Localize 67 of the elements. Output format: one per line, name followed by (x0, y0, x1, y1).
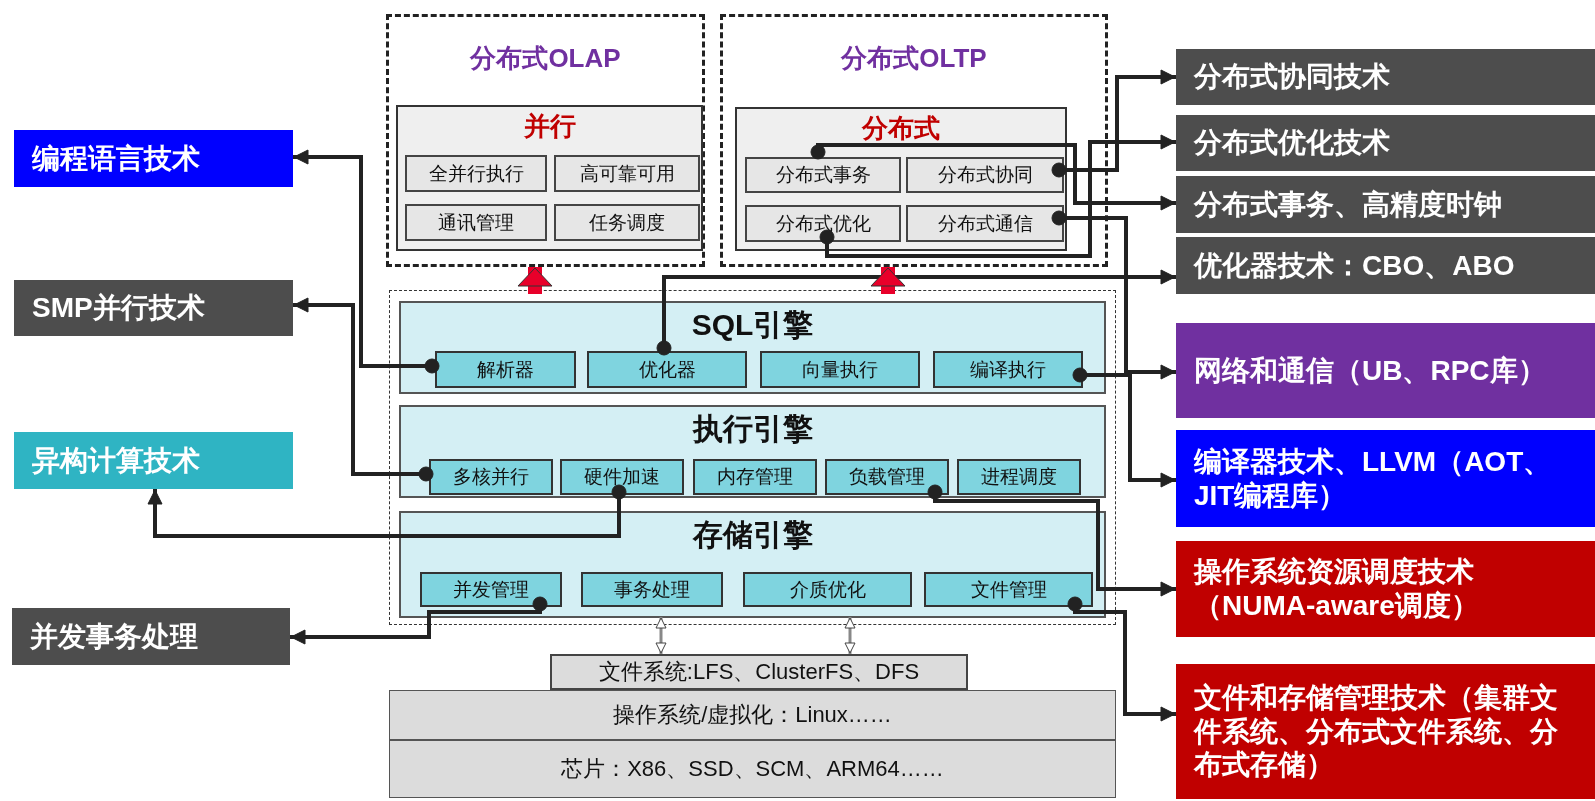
function-box: 分布式优化 (745, 205, 901, 242)
function-box: 分布式通信 (906, 205, 1064, 242)
module-box: 硬件加速 (560, 459, 684, 495)
connector-arrow (147, 484, 627, 538)
function-box: 高可靠可用 (554, 155, 700, 192)
connector-arrow (293, 149, 440, 374)
band-title: 存储引擎 (691, 517, 814, 553)
connector-arrow (656, 269, 1176, 356)
function-box: 任务调度 (554, 204, 700, 241)
panel-title: 分布式OLAP (468, 42, 622, 75)
technology-box: 文件和存储管理技术（集群文件系统、分布式文件系统、分布式存储） (1176, 664, 1595, 799)
technology-box: 异构计算技术 (14, 432, 293, 489)
module-box: 内存管理 (693, 459, 817, 495)
band-title: 执行引擎 (691, 411, 814, 447)
function-box: 通讯管理 (405, 204, 547, 241)
technology-box: 分布式协同技术 (1176, 49, 1595, 105)
engine-band (399, 301, 1106, 394)
connector-arrow (1067, 596, 1176, 722)
connector-arrow (819, 134, 1176, 258)
group-box (735, 107, 1067, 251)
connector-arrow (1051, 69, 1176, 178)
platform-layer: 操作系统/虚拟化：Linux…… (389, 690, 1116, 740)
module-box: 进程调度 (957, 459, 1081, 495)
module-box: 向量执行 (760, 351, 920, 388)
connector-arrow (290, 596, 548, 645)
connector-arrow (927, 484, 1176, 597)
technology-box: 操作系统资源调度技术（NUMA-aware调度） (1176, 541, 1595, 637)
dashed-panel (720, 14, 1108, 267)
connector-arrow (810, 143, 1176, 211)
block-arrow (517, 267, 553, 294)
technology-box: 优化器技术：CBO、ABO (1176, 237, 1595, 294)
module-box: 多核并行 (429, 459, 553, 495)
group-title: 并行 (522, 110, 577, 143)
panel-title: 分布式OLTP (839, 42, 988, 75)
function-box: 全并行执行 (405, 155, 547, 192)
technology-box: 编译器技术、LLVM（AOT、JIT编程库） (1176, 430, 1595, 527)
double-arrow (844, 617, 856, 654)
technology-box: 并发事务处理 (12, 608, 290, 665)
block-arrow (870, 267, 906, 294)
group-box (396, 105, 703, 251)
connector-arrow (1072, 367, 1176, 488)
connector-arrow (1051, 210, 1176, 380)
technology-box: 编程语言技术 (14, 130, 293, 187)
technology-box: 分布式事务、高精度时钟 (1176, 176, 1595, 233)
module-box: 负载管理 (825, 459, 949, 495)
module-box: 优化器 (587, 351, 747, 388)
layer-box: 文件系统:LFS、ClusterFS、DFS (550, 654, 968, 690)
platform-layer: 芯片：X86、SSD、SCM、ARM64…… (389, 740, 1116, 798)
module-box: 介质优化 (743, 572, 912, 607)
technology-box: 分布式优化技术 (1176, 115, 1595, 171)
function-box: 分布式协同 (906, 157, 1064, 193)
dashed-panel (386, 14, 705, 267)
module-box: 并发管理 (420, 572, 562, 607)
engine-band (399, 511, 1106, 618)
module-box: 编译执行 (933, 351, 1083, 388)
engine-frame (389, 290, 1116, 625)
band-title: SQL引擎 (690, 307, 815, 343)
engine-band (399, 405, 1106, 498)
double-arrow (655, 617, 667, 654)
module-box: 事务处理 (581, 572, 723, 607)
module-box: 文件管理 (924, 572, 1093, 607)
group-title: 分布式 (860, 112, 941, 145)
module-box: 解析器 (435, 351, 576, 388)
technology-box: SMP并行技术 (14, 280, 293, 336)
function-box: 分布式事务 (745, 157, 901, 193)
connector-arrow (293, 297, 434, 482)
technology-box: 网络和通信（UB、RPC库） (1176, 323, 1595, 418)
